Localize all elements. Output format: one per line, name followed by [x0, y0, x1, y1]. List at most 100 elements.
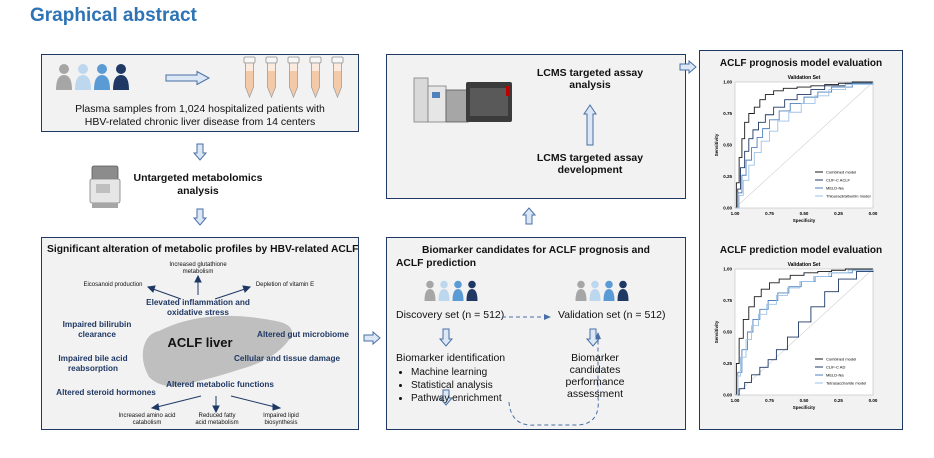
connector-arrows	[438, 314, 601, 426]
liver-diagram	[142, 274, 292, 414]
samples-text-line2: HBV-related chronic liver disease from 1…	[84, 116, 316, 128]
lcms-analysis-line1: LCMS targeted assay	[536, 67, 644, 79]
x-tick-label: 0.25	[834, 211, 843, 216]
y-axis-label: Sensitivity	[714, 133, 719, 156]
bottom3-line1: Impaired lipid	[263, 413, 299, 419]
untargeted-text-line2: analysis	[177, 185, 219, 197]
y-tick-label: 0.50	[723, 143, 732, 148]
chart1-title: ACLF prognosis model evaluation	[719, 58, 883, 69]
sample-tubes-icon	[243, 56, 344, 99]
bilirubin-line1: Impaired bilirubin	[62, 320, 132, 329]
arrow-up-icon	[521, 207, 537, 225]
bilirubin-line2: clearance	[78, 330, 116, 339]
legend-entry: MELD-Na	[826, 373, 844, 378]
liver-shape	[142, 315, 292, 386]
roc-series-line	[735, 268, 873, 396]
legend-entry: Thiouracil/albumin model	[826, 194, 871, 199]
roc-series-line	[735, 269, 874, 396]
legend-entry: CLIF-C AD	[826, 365, 845, 370]
bottom2-line2: acid metabolism	[195, 420, 239, 426]
y-tick-label: 0.25	[723, 361, 732, 366]
x-tick-label: 0.00	[869, 211, 878, 216]
discovery-patients-icon	[424, 280, 478, 301]
inflammation-line2: oxidative stress	[167, 308, 229, 317]
steroid-text: Altered steroid hormones	[56, 388, 156, 397]
arrow-up-icon	[583, 104, 597, 146]
y-tick-label: 0.75	[723, 111, 732, 116]
roc-series-line	[735, 269, 874, 396]
method-item: Pathway enrichment	[411, 392, 502, 405]
arrow-right-icon	[679, 59, 697, 75]
biomarker-title-line1: Biomarker candidates for ACLF prognosis …	[422, 245, 650, 256]
reference-diagonal	[734, 81, 874, 209]
y-axis-label: Sensitivity	[714, 320, 719, 343]
legend-entry: Tetrasaccharide model	[826, 381, 866, 386]
chart-subtitle: Validation Set	[788, 75, 821, 81]
bile-acid-line1: Impaired bile acid	[58, 354, 128, 363]
right-small-text: Depletion of vitamin E	[255, 282, 315, 288]
y-tick-label: 0.00	[723, 206, 732, 211]
biomarker-box	[386, 237, 686, 430]
aclf-liver-label: ACLF liver	[167, 335, 233, 350]
x-tick-label: 0.25	[834, 398, 843, 403]
assessment-line2: candidates	[569, 364, 621, 376]
biomarker-title-line2: ACLF prediction	[396, 258, 477, 269]
roc-series-line	[735, 269, 874, 396]
person-icon-2	[75, 64, 91, 90]
arrow-down-icon	[192, 143, 208, 161]
page-title: Graphical abstract	[30, 5, 197, 26]
functions-text: Altered metabolic functions	[166, 380, 274, 389]
method-item: Machine learning	[411, 366, 502, 379]
roc-series-line	[735, 82, 874, 209]
x-tick-label: 0.75	[765, 398, 774, 403]
bottom1-line1: Increased amino acid	[118, 413, 176, 419]
samples-box	[41, 54, 359, 132]
x-tick-label: 1.00	[731, 211, 740, 216]
cellular-text: Cellular and tissue damage	[233, 354, 341, 363]
x-axis-label: Specificity	[793, 218, 816, 223]
assessment-line3: performance	[565, 376, 625, 388]
lcms-dev-line1: LCMS targeted assay	[536, 152, 644, 164]
left-small-text: Eicosanoid production	[83, 282, 143, 288]
bile-acid-line2: reabsorption	[67, 364, 119, 373]
person-icon-1	[56, 64, 72, 90]
x-tick-label: 0.75	[765, 211, 774, 216]
mass-spectrometer-icon	[89, 165, 121, 208]
liver-box-title: Significant alteration of metabolic prof…	[47, 244, 359, 255]
person-icon-4	[113, 64, 129, 90]
roc-chart-prognosis: Validation Set 1.00 0.75 0.50 0.25 0.00 0.00 0.…	[714, 75, 878, 223]
person-icon-3	[94, 64, 110, 90]
x-tick-label: 0.00	[869, 398, 878, 403]
lcms-analysis-line2: analysis	[569, 79, 611, 91]
legend-entry: Combined model	[826, 170, 856, 175]
validation-patients-icon	[575, 280, 629, 301]
y-tick-label: 0.75	[723, 298, 732, 303]
inflammation-line1: Elevated inflammation and	[146, 298, 250, 307]
y-tick-label: 1.00	[723, 267, 732, 272]
identification-label: Biomarker identification	[396, 352, 506, 364]
top-small-line2: metabolism	[182, 269, 214, 275]
methods-list: Machine learning Statistical analysis Pa…	[399, 366, 502, 405]
lcms-dev-line2: development	[557, 164, 623, 176]
arrow-right-icon	[165, 70, 211, 86]
untargeted-text-line1: Untargeted metabolomics	[133, 172, 263, 184]
lcms-instrument-icon	[413, 77, 512, 123]
x-tick-label: 1.00	[731, 398, 740, 403]
validation-set-label: Validation set (n = 512)	[558, 309, 666, 321]
y-tick-label: 0.00	[723, 393, 732, 398]
roc-series-line	[735, 82, 874, 209]
lcms-box	[386, 54, 686, 199]
y-tick-label: 1.00	[723, 80, 732, 85]
discovery-set-label: Discovery set (n = 512)	[396, 309, 505, 321]
roc-series-line	[735, 81, 873, 209]
roc-series-line	[735, 82, 874, 209]
reference-diagonal	[734, 268, 874, 396]
patients-group-icon	[56, 64, 129, 90]
y-tick-label: 0.25	[723, 174, 732, 179]
assessment-line1: Biomarker	[571, 352, 619, 364]
legend-entry: Combined model	[826, 357, 856, 362]
method-item: Statistical analysis	[411, 379, 502, 392]
x-tick-label: 0.50	[800, 398, 809, 403]
chart2-title: ACLF prediction model evaluation	[719, 245, 883, 256]
